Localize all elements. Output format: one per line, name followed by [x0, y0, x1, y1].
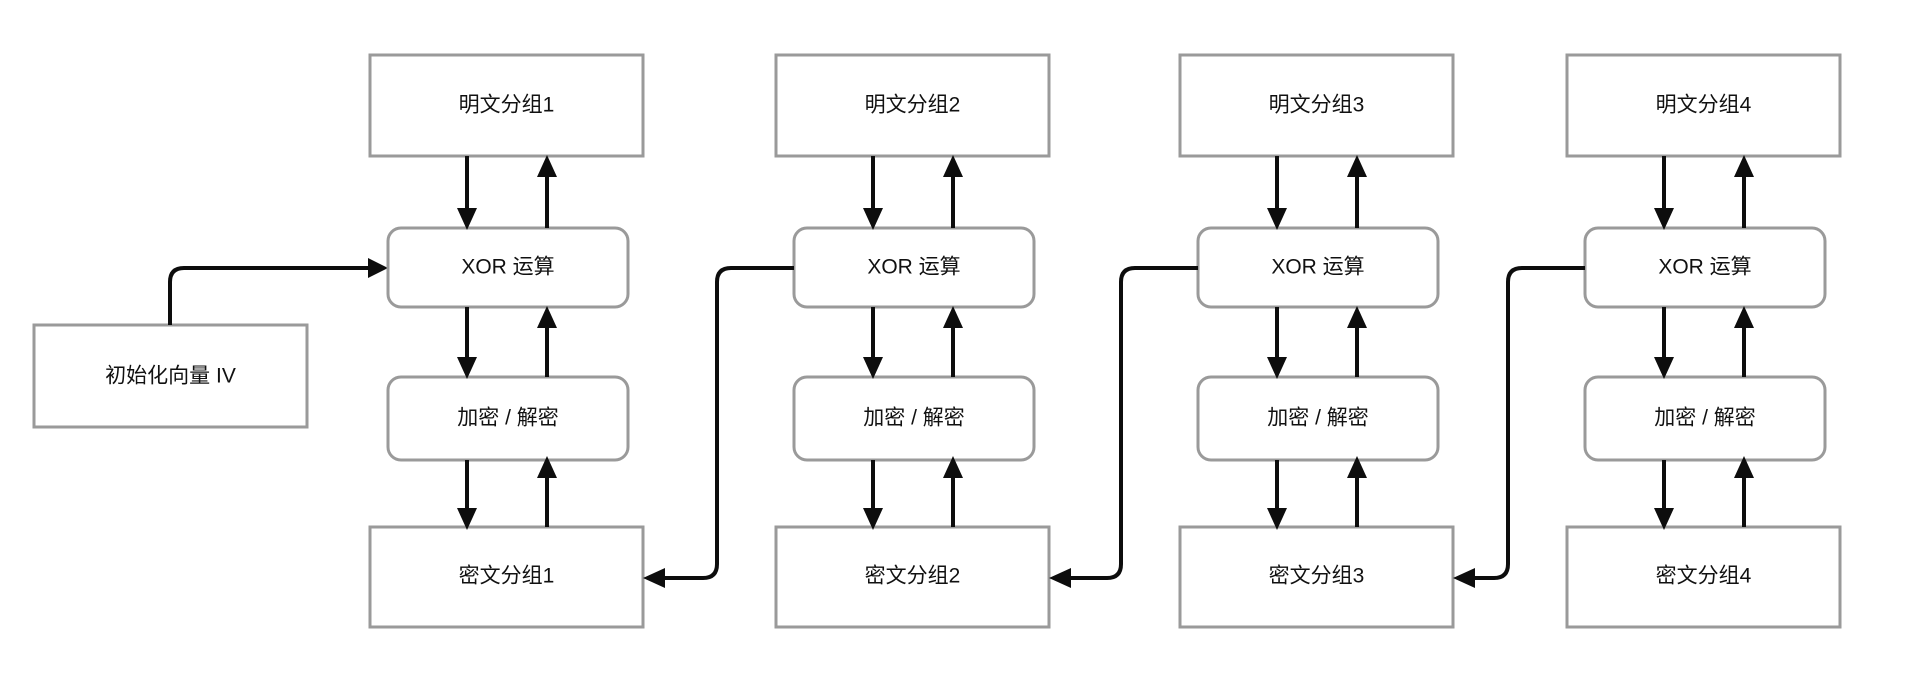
- edge-chain-3-arrowhead: [1453, 568, 1475, 588]
- edge-iv-to-xor1: [168, 258, 388, 325]
- edge-chain-xor3-to-ciphertext2: [1049, 266, 1198, 588]
- node-ciphertext-4[interactable]: 密文分组4: [1565, 525, 1842, 629]
- cipher-op-4-box-shape: [1583, 375, 1827, 462]
- edge-chain-xor4-to-ciphertext3: [1453, 266, 1585, 588]
- edge-cipherop1-to-ciphertext1: [457, 460, 477, 530]
- node-ciphertext-3[interactable]: 密文分组3: [1178, 525, 1455, 629]
- ciphertext-4-box-shape: [1565, 525, 1842, 629]
- node-ciphertext-2[interactable]: 密文分组2: [774, 525, 1051, 629]
- edge-cipherop2-to-xor2: [943, 306, 963, 377]
- node-cipher-op-3[interactable]: 加密 / 解密: [1196, 375, 1440, 462]
- node-plaintext-1[interactable]: 明文分组1: [368, 53, 645, 158]
- edge-cipherop4-to-xor4: [1734, 306, 1754, 377]
- edge-xor1-to-cipherop1: [457, 307, 477, 379]
- ciphertext-3-label: 密文分组3: [1269, 565, 1365, 588]
- edge-plaintext4-to-xor4: [1654, 156, 1674, 230]
- edge-ciphertext1-to-cipherop1: [537, 456, 557, 527]
- cipher-op-2-box-shape: [792, 375, 1036, 462]
- node-xor-1[interactable]: XOR 运算: [386, 226, 630, 309]
- node-plaintext-4[interactable]: 明文分组4: [1565, 53, 1842, 158]
- edge-cipherop2-to-ciphertext2: [863, 460, 883, 530]
- cipher-op-3-box-shape: [1196, 375, 1440, 462]
- edge-chain-3-line: [1471, 266, 1585, 580]
- edge-cipherop3-to-ciphertext3: [1267, 460, 1287, 530]
- node-cipher-op-2[interactable]: 加密 / 解密: [792, 375, 1036, 462]
- node-initialization-vector[interactable]: 初始化向量 IV: [32, 323, 309, 429]
- edge-ciphertext3-to-cipherop3: [1347, 456, 1367, 527]
- node-ciphertext-1[interactable]: 密文分组1: [368, 525, 645, 629]
- plaintext-3-label: 明文分组3: [1269, 94, 1365, 117]
- plaintext-1-box-shape: [368, 53, 645, 158]
- plaintext-4-box-shape: [1565, 53, 1842, 158]
- edge-cipherop4-to-ciphertext4: [1654, 460, 1674, 530]
- edge-xor4-to-plaintext4: [1734, 155, 1754, 228]
- node-xor-4[interactable]: XOR 运算: [1583, 226, 1827, 309]
- node-xor-3[interactable]: XOR 运算: [1196, 226, 1440, 309]
- edge-xor1-to-plaintext1: [537, 155, 557, 228]
- edge-plaintext2-to-xor2: [863, 156, 883, 230]
- iv-label: 初始化向量 IV: [105, 365, 236, 388]
- xor-3-label: XOR 运算: [1271, 256, 1364, 279]
- edge-chain-2-arrowhead: [1049, 568, 1071, 588]
- xor-2-label: XOR 运算: [867, 256, 960, 279]
- edge-ciphertext4-to-cipherop4: [1734, 456, 1754, 527]
- cipher-op-2-label: 加密 / 解密: [863, 407, 965, 430]
- ciphertext-2-box-shape: [774, 525, 1051, 629]
- edge-xor3-to-plaintext3: [1347, 155, 1367, 228]
- edge-xor2-to-cipherop2: [863, 307, 883, 379]
- plaintext-2-label: 明文分组2: [865, 94, 961, 117]
- cipher-op-1-box-shape: [386, 375, 630, 462]
- block-column-2: 明文分组2 XOR 运算 加密 / 解密 密文分组2: [774, 53, 1051, 629]
- edge-xor2-to-plaintext2: [943, 155, 963, 228]
- cipher-op-1-label: 加密 / 解密: [457, 407, 559, 430]
- ciphertext-1-label: 密文分组1: [459, 565, 555, 588]
- xor-4-label: XOR 运算: [1658, 256, 1751, 279]
- ciphertext-4-label: 密文分组4: [1656, 565, 1752, 588]
- node-xor-2[interactable]: XOR 运算: [792, 226, 1036, 309]
- edge-ciphertext2-to-cipherop2: [943, 456, 963, 527]
- edge-xor3-to-cipherop3: [1267, 307, 1287, 379]
- node-plaintext-2[interactable]: 明文分组2: [774, 53, 1051, 158]
- plaintext-2-box-shape: [774, 53, 1051, 158]
- edge-chain-2-line: [1067, 266, 1198, 580]
- edge-iv-to-xor1-line: [168, 266, 370, 325]
- edge-chain-1-arrowhead: [643, 568, 665, 588]
- ciphertext-2-label: 密文分组2: [865, 565, 961, 588]
- edge-chain-1-line: [661, 266, 794, 580]
- node-cipher-op-1[interactable]: 加密 / 解密: [386, 375, 630, 462]
- node-cipher-op-4[interactable]: 加密 / 解密: [1583, 375, 1827, 462]
- ciphertext-3-box-shape: [1178, 525, 1455, 629]
- edge-xor4-to-cipherop4: [1654, 307, 1674, 379]
- edge-chain-xor2-to-ciphertext1: [643, 266, 794, 588]
- xor-1-label: XOR 运算: [461, 256, 554, 279]
- iv-box-shape: [32, 323, 309, 429]
- edge-plaintext1-to-xor1: [457, 156, 477, 230]
- plaintext-1-label: 明文分组1: [459, 94, 555, 117]
- ciphertext-1-box-shape: [368, 525, 645, 629]
- plaintext-3-box-shape: [1178, 53, 1455, 158]
- edge-cipherop3-to-xor3: [1347, 306, 1367, 377]
- xor-1-box-shape: [386, 226, 630, 309]
- block-column-4: 明文分组4 XOR 运算 加密 / 解密 密文分组4: [1565, 53, 1842, 629]
- block-column-3: 明文分组3 XOR 运算 加密 / 解密 密文分组3: [1178, 53, 1455, 629]
- block-column-1: 明文分组1 XOR 运算 加密 / 解密 密文分组1: [368, 53, 645, 629]
- plaintext-4-label: 明文分组4: [1656, 94, 1752, 117]
- edge-cipherop1-to-xor1: [537, 306, 557, 377]
- edge-iv-to-xor1-arrowhead: [368, 258, 388, 278]
- node-plaintext-3[interactable]: 明文分组3: [1178, 53, 1455, 158]
- cipher-op-3-label: 加密 / 解密: [1267, 407, 1369, 430]
- edge-plaintext3-to-xor3: [1267, 156, 1287, 230]
- cipher-op-4-label: 加密 / 解密: [1654, 407, 1756, 430]
